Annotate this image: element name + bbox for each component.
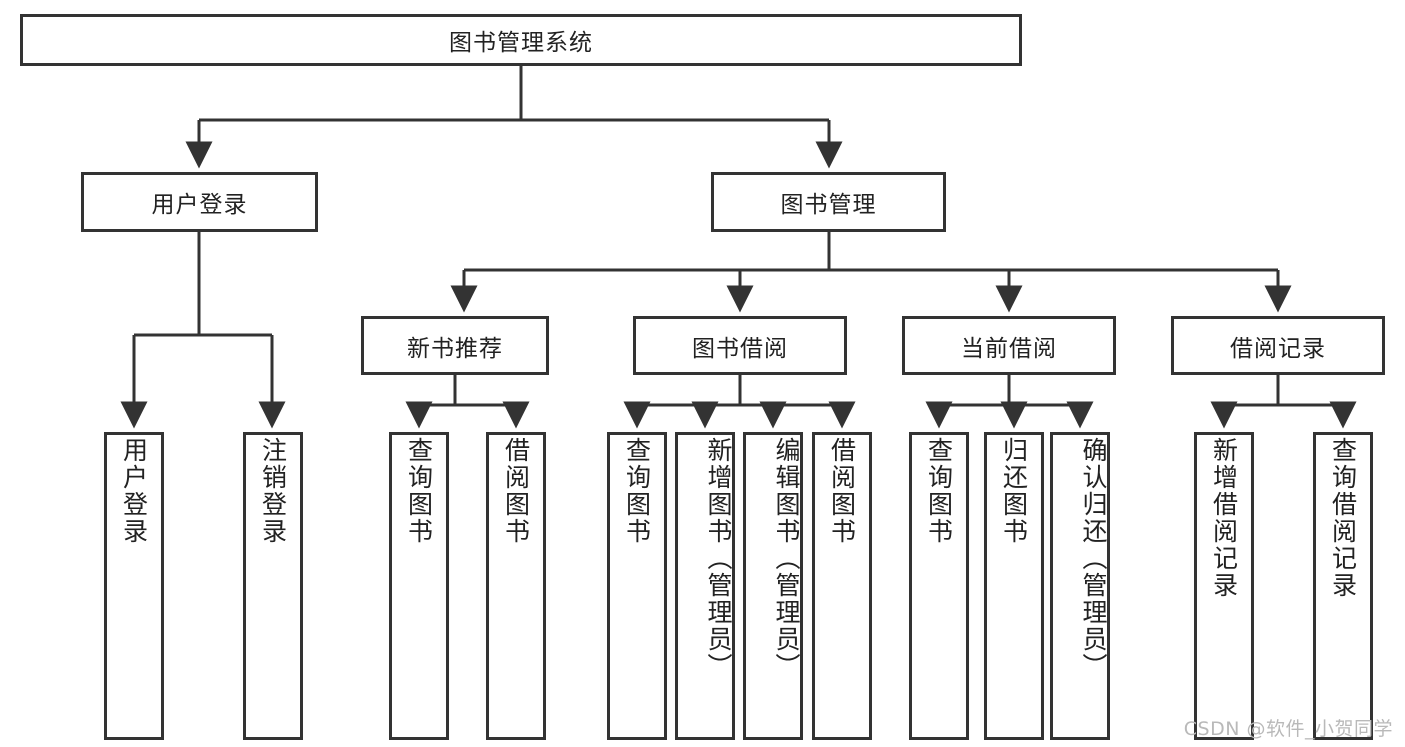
- node-leaf-query-book-3[interactable]: 查询图书: [909, 432, 969, 740]
- node-book-borrow[interactable]: 图书借阅: [633, 316, 847, 375]
- node-leaf-add-record-label: 新增借阅记录: [1209, 437, 1239, 599]
- node-leaf-confirm-return-label: 确认归还（管理员）: [1079, 437, 1108, 680]
- node-borrow-record-label: 借阅记录: [1230, 335, 1326, 362]
- node-leaf-add-book[interactable]: 新增图书（管理员）: [675, 432, 735, 740]
- node-root-label: 图书管理系统: [449, 30, 593, 56]
- node-leaf-add-record[interactable]: 新增借阅记录: [1194, 432, 1254, 740]
- watermark: CSDN @软件_小贺同学: [1183, 718, 1393, 740]
- node-leaf-borrow-book-2[interactable]: 借阅图书: [812, 432, 872, 740]
- node-leaf-query-book-2-label: 查询图书: [622, 437, 652, 545]
- node-current-borrow[interactable]: 当前借阅: [902, 316, 1116, 375]
- node-leaf-borrow-book-2-label: 借阅图书: [827, 437, 857, 545]
- node-leaf-query-book-1-label: 查询图书: [404, 437, 434, 545]
- node-borrow-record[interactable]: 借阅记录: [1171, 316, 1385, 375]
- node-book-borrow-label: 图书借阅: [692, 335, 788, 362]
- node-book-manage[interactable]: 图书管理: [711, 172, 946, 232]
- node-leaf-add-book-label: 新增图书（管理员）: [704, 437, 733, 680]
- node-root[interactable]: 图书管理系统: [20, 14, 1022, 66]
- node-current-borrow-label: 当前借阅: [961, 335, 1057, 362]
- node-leaf-logout[interactable]: 注销登录: [243, 432, 303, 740]
- node-leaf-return-book-label: 归还图书: [999, 437, 1029, 545]
- node-book-manage-label: 图书管理: [780, 192, 877, 218]
- node-leaf-confirm-return[interactable]: 确认归还（管理员）: [1050, 432, 1110, 740]
- node-leaf-query-book-2[interactable]: 查询图书: [607, 432, 667, 740]
- node-user-login[interactable]: 用户登录: [81, 172, 318, 232]
- node-leaf-query-record[interactable]: 查询借阅记录: [1313, 432, 1373, 740]
- node-leaf-edit-book-label: 编辑图书（管理员）: [772, 437, 801, 680]
- node-leaf-edit-book[interactable]: 编辑图书（管理员）: [743, 432, 803, 740]
- node-leaf-logout-label: 注销登录: [258, 437, 288, 545]
- node-new-book-recommend-label: 新书推荐: [407, 335, 503, 362]
- node-leaf-borrow-book-1[interactable]: 借阅图书: [486, 432, 546, 740]
- node-user-login-label: 用户登录: [151, 192, 248, 218]
- node-leaf-query-book-1[interactable]: 查询图书: [389, 432, 449, 740]
- node-leaf-query-book-3-label: 查询图书: [924, 437, 954, 545]
- node-leaf-query-record-label: 查询借阅记录: [1328, 437, 1358, 599]
- node-leaf-user-login[interactable]: 用户登录: [104, 432, 164, 740]
- node-leaf-user-login-label: 用户登录: [119, 437, 149, 545]
- node-leaf-return-book[interactable]: 归还图书: [984, 432, 1044, 740]
- node-leaf-borrow-book-1-label: 借阅图书: [501, 437, 531, 545]
- node-new-book-recommend[interactable]: 新书推荐: [361, 316, 549, 375]
